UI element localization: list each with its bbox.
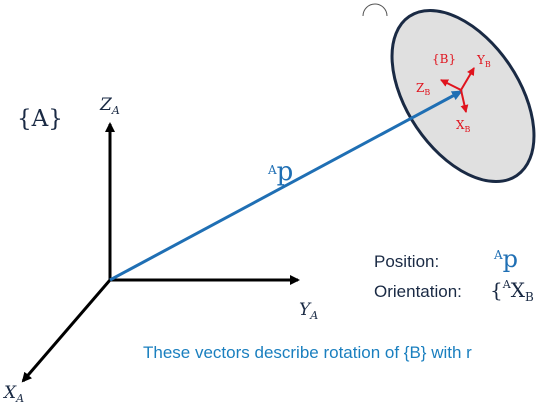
position-vector-arrow <box>109 89 463 282</box>
x-b-axis-label: XB <box>456 118 471 134</box>
y-b-axis-label: YB <box>476 53 491 69</box>
y-a-axis-label: YA <box>299 300 318 322</box>
orientation-value: {AXB <box>490 278 534 304</box>
orientation-label: Orientation: <box>374 282 462 301</box>
partial-circle-icon <box>362 3 388 17</box>
frame-a-label: {A} <box>17 106 63 132</box>
axis-x-b <box>460 89 469 113</box>
z-a-axis-label: ZA <box>99 95 120 117</box>
position-value: Ap <box>493 245 518 273</box>
vector-label: Ap <box>267 157 293 187</box>
axis-z-b <box>440 79 462 91</box>
x-a-axis-label: XA <box>2 383 24 405</box>
axis-x-a <box>21 279 112 383</box>
z-b-axis-label: ZB <box>416 81 430 97</box>
caption: These vectors describe rotation of {B} w… <box>143 343 472 362</box>
position-label: Position: <box>374 252 439 271</box>
body-b-ellipse <box>390 8 536 184</box>
frame-b-label: {B} <box>432 52 456 66</box>
axis-y-b <box>460 67 475 91</box>
